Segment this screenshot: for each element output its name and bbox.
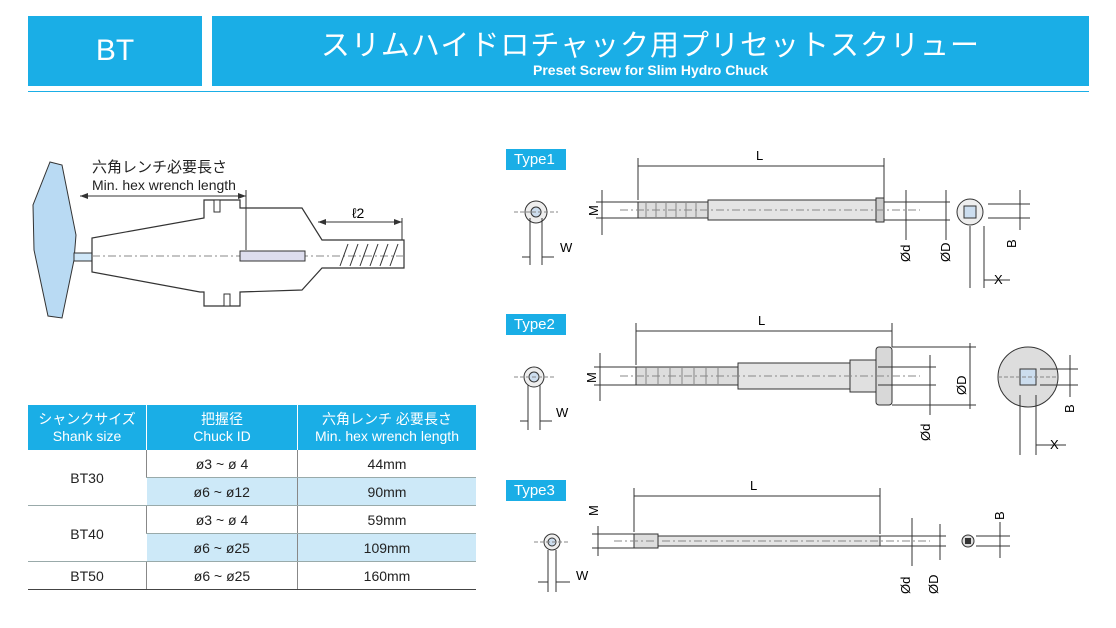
col-header-shank-en: Shank size [52, 427, 122, 444]
wrench-length-label-en: Min. hex wrench length [92, 177, 236, 193]
type3-dim-l: L [750, 478, 757, 493]
type1-dim-w: W [560, 240, 573, 255]
wrench-length-cell: 109mm [297, 533, 476, 562]
shank-cell: BT30 [28, 450, 147, 506]
wrench-length-cell: 59mm [297, 505, 476, 534]
type1-dim-b: B [1004, 239, 1019, 248]
page-title-en: Preset Screw for Slim Hydro Chuck [533, 62, 768, 78]
type3-tag: Type3 [506, 480, 566, 501]
col-header-chuck-id-jp: 把握径 [201, 410, 243, 427]
type2-dim-b: B [1062, 404, 1077, 413]
chuck-id-cell: ø6 ~ ø25 [146, 533, 298, 562]
wrench-length-cell: 44mm [297, 450, 476, 478]
col-header-wrench-length-jp: 六角レンチ 必要長さ [322, 410, 452, 427]
type1-dim-m: M [586, 205, 601, 216]
chuck-id-cell: ø6 ~ ø12 [146, 477, 298, 506]
wrench-length-label-jp: 六角レンチ必要長さ [92, 158, 228, 176]
type1-dim-d: Ød [898, 245, 913, 262]
type1-dim-x: X [994, 272, 1003, 287]
page-title-jp: スリムハイドロチャック用プリセットスクリュー [320, 28, 981, 62]
col-header-shank-jp: シャンクサイズ [38, 410, 136, 427]
type1-tag: Type1 [506, 149, 566, 170]
col-header-chuck-id-en: Chuck ID [193, 427, 251, 444]
type3-dim-big-d: ØD [926, 575, 941, 595]
shank-cell: BT50 [28, 561, 147, 590]
series-badge: BT [28, 16, 202, 86]
type2-dim-d: Ød [918, 424, 933, 441]
type3-dim-d: Ød [898, 577, 913, 594]
table-row: BT40 ø3 ~ ø 4 59mm [28, 505, 476, 562]
type3-dim-w: W [576, 568, 589, 583]
header-divider [28, 91, 1089, 92]
type2-dim-l: L [758, 313, 765, 328]
type3-dim-b: B [992, 511, 1007, 520]
chuck-cross-section-drawing: ℓ2 [32, 161, 405, 319]
type1-dim-big-d: ØD [938, 243, 953, 263]
type2-tag: Type2 [506, 314, 566, 335]
type2-dim-w: W [556, 405, 569, 420]
type2-dim-big-d: ØD [954, 376, 969, 396]
table-row: ø6 ~ ø25 109mm [28, 533, 476, 562]
shank-cell: BT40 [28, 505, 147, 562]
type3-screw-drawing: W M L Ød ØD B [534, 478, 1010, 595]
type2-screw-drawing: W M L Ød ØD X B [514, 313, 1078, 455]
title-banner: スリムハイドロチャック用プリセットスクリュー Preset Screw for … [212, 16, 1089, 86]
col-header-wrench-length-en: Min. hex wrench length [315, 427, 459, 444]
wrench-length-label: 六角レンチ必要長さ Min. hex wrench length [92, 158, 236, 194]
wrench-length-cell: 160mm [297, 561, 476, 590]
type1-dim-l: L [756, 148, 763, 163]
type2-dim-m: M [584, 372, 599, 383]
type1-screw-drawing: W M L Ød ØD X B [514, 148, 1030, 288]
table-row: BT30 ø3 ~ ø 4 44mm [28, 450, 476, 506]
dim-l2-label: ℓ2 [352, 205, 365, 221]
type3-dim-m: M [586, 505, 601, 516]
series-label: BT [95, 34, 135, 67]
chuck-id-cell: ø3 ~ ø 4 [146, 450, 298, 478]
type2-dim-x: X [1050, 437, 1059, 452]
table-row: BT50 ø6 ~ ø25 160mm [28, 561, 476, 590]
wrench-length-cell: 90mm [297, 477, 476, 506]
chuck-id-cell: ø6 ~ ø25 [146, 561, 298, 590]
chuck-id-cell: ø3 ~ ø 4 [146, 505, 298, 534]
table-row: ø6 ~ ø12 90mm [28, 477, 476, 506]
